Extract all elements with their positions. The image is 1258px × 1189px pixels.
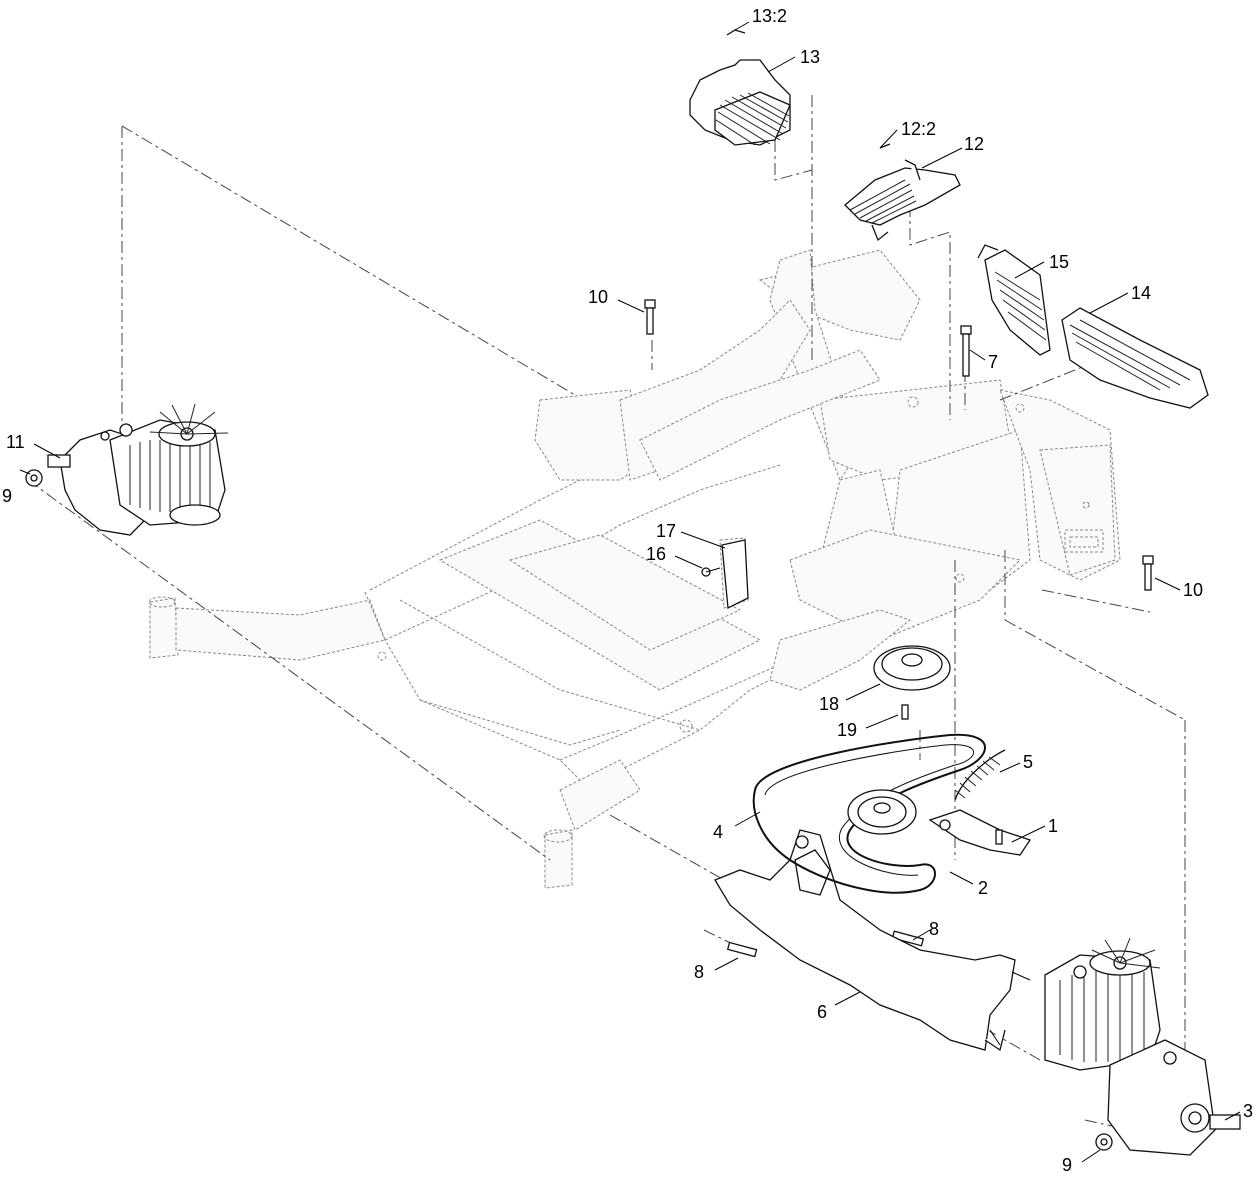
callout-4: 4 — [713, 822, 723, 842]
callout-12: 12 — [964, 134, 984, 154]
callout-18: 18 — [819, 694, 839, 714]
bolt-10-top[interactable] — [644, 299, 656, 335]
callout-8-right: 8 — [929, 919, 939, 939]
callout-2: 2 — [978, 878, 988, 898]
bolt-7[interactable] — [960, 325, 972, 377]
heat-shield-13[interactable] — [689, 29, 791, 146]
nut-9-left[interactable] — [25, 469, 43, 487]
callout-14: 14 — [1131, 283, 1151, 303]
hydro-transaxle-left[interactable] — [47, 403, 229, 536]
callout-5: 5 — [1023, 752, 1033, 772]
callout-9-left: 9 — [2, 486, 12, 506]
idler-pulley[interactable] — [847, 789, 1032, 856]
callout-labels: 1 2 3 4 5 6 7 8 8 9 9 10 10 11 12 12:2 1… — [2, 6, 1253, 1175]
callout-8-left: 8 — [694, 962, 704, 982]
pulley-18[interactable] — [873, 645, 951, 691]
callout-17: 17 — [656, 521, 676, 541]
callout-6: 6 — [817, 1002, 827, 1022]
heat-shield-14[interactable] — [1061, 307, 1209, 409]
pump-mount-bracket[interactable] — [714, 829, 1031, 1052]
screw-16[interactable] — [701, 567, 721, 577]
hydro-transaxle-right[interactable] — [1044, 937, 1241, 1156]
callout-leaders — [19, 21, 1241, 1163]
callout-15: 15 — [1049, 252, 1069, 272]
callout-16: 16 — [646, 544, 666, 564]
callout-12-2: 12:2 — [901, 119, 936, 139]
heat-shield-12[interactable] — [844, 143, 961, 242]
callout-11: 11 — [6, 432, 25, 452]
callout-7: 7 — [988, 352, 998, 372]
pin-8-right[interactable] — [891, 930, 925, 947]
key-19[interactable] — [901, 704, 909, 720]
nut-9-right[interactable] — [1095, 1133, 1113, 1151]
callout-3: 3 — [1243, 1101, 1253, 1121]
callout-13-2: 13:2 — [752, 6, 787, 26]
drive-belt[interactable] — [752, 733, 986, 894]
bolt-10-right[interactable] — [1142, 555, 1154, 591]
bracket-17[interactable] — [721, 539, 749, 610]
heat-shield-15[interactable] — [977, 244, 1051, 356]
callout-10-right: 10 — [1183, 580, 1203, 600]
extension-spring[interactable] — [954, 749, 1006, 801]
frame-ghost — [148, 249, 1121, 889]
callout-10-top: 10 — [588, 287, 608, 307]
callout-19: 19 — [837, 720, 857, 740]
pin-8-left[interactable] — [726, 941, 758, 958]
callout-13: 13 — [800, 47, 820, 67]
callout-1: 1 — [1048, 816, 1058, 836]
callout-9-right: 9 — [1062, 1155, 1072, 1175]
